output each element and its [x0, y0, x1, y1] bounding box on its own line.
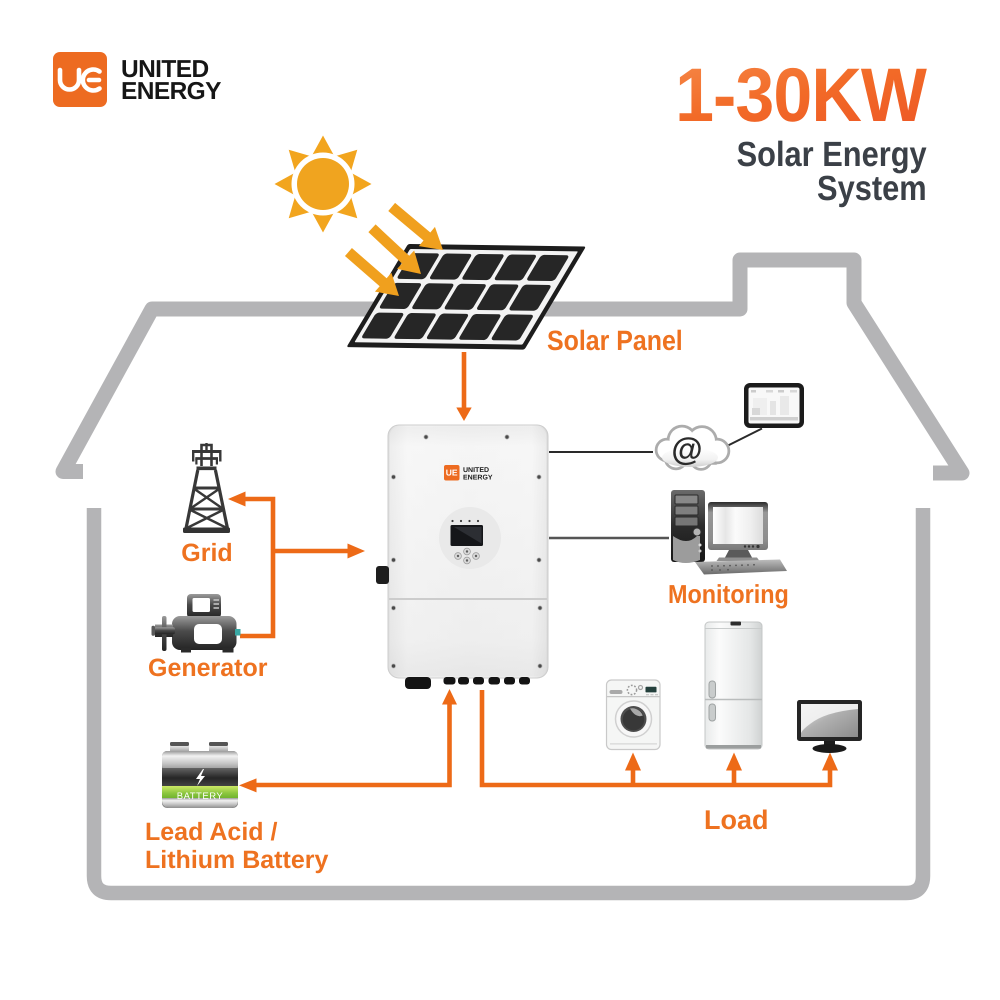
- svg-text:System: System: [817, 169, 927, 208]
- svg-text:BATTERY: BATTERY: [177, 791, 224, 802]
- svg-text:Load: Load: [704, 805, 769, 835]
- svg-text:UE: UE: [446, 468, 458, 478]
- svg-text:Lithium Battery: Lithium Battery: [145, 846, 328, 874]
- svg-text:Monitoring: Monitoring: [668, 579, 789, 609]
- svg-text:Lead Acid /: Lead Acid /: [145, 818, 277, 846]
- svg-text:1-30KW: 1-30KW: [675, 53, 927, 138]
- svg-text:Solar Energy: Solar Energy: [737, 135, 927, 174]
- svg-text:Generator: Generator: [148, 654, 268, 682]
- svg-text:UNITED: UNITED: [463, 467, 489, 474]
- svg-text:Grid: Grid: [181, 539, 232, 567]
- svg-text:ENERGY: ENERGY: [463, 475, 493, 482]
- svg-text:ENERGY: ENERGY: [121, 78, 221, 105]
- svg-text:UNITED: UNITED: [121, 56, 209, 83]
- svg-text:Solar Panel: Solar Panel: [547, 325, 683, 356]
- svg-text:@: @: [671, 431, 702, 467]
